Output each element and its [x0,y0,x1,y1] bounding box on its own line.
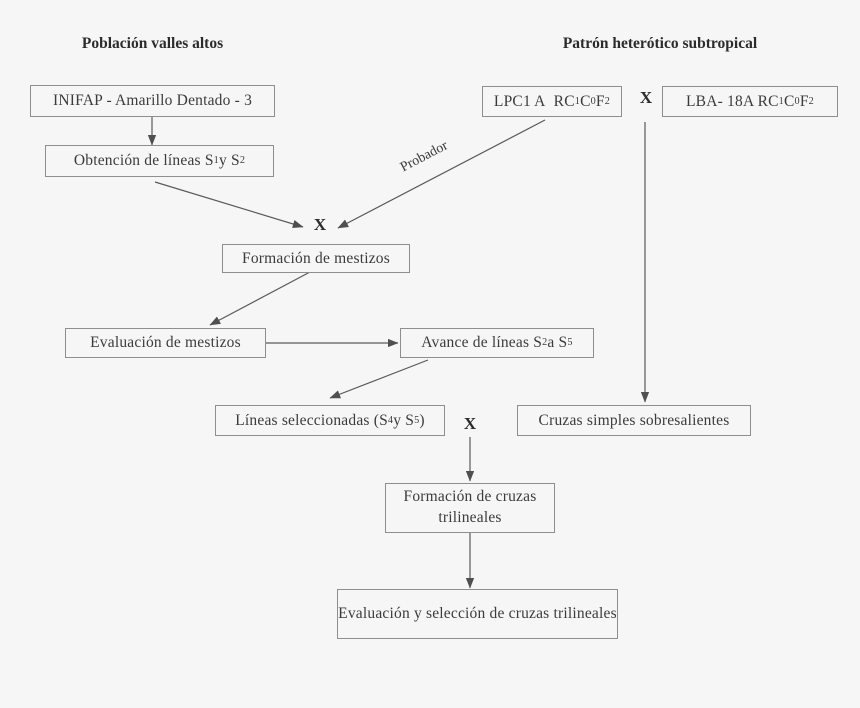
arrow-avance-to-lineas-seleccionadas [329,359,429,399]
arrow-lpc1a-to-cross [337,119,546,229]
node-evaluacion-cruzas[interactable]: Evaluación y selección de cruzas triline… [337,589,618,639]
node-inifap[interactable]: INIFAP - Amarillo Dentado - 3 [30,85,275,117]
cross-marker-mestizos: X [313,215,327,234]
node-formacion-cruzas[interactable]: Formación de cruzas trilineales [385,483,555,533]
cross-marker-top-right: X [639,88,653,107]
cross-marker-trilineal: X [463,414,477,433]
node-cruzas-simples[interactable]: Cruzas simples sobresalientes [517,405,751,436]
arrow-formacion-to-evaluacion [209,271,311,326]
node-evaluacion-mestizos[interactable]: Evaluación de mestizos [65,328,266,358]
right-column-header: Patrón heterótico subtropical [562,35,758,52]
left-column-header: Población valles altos [81,35,224,52]
node-formacion-mestizos[interactable]: Formación de mestizos [222,244,410,273]
arrow-obtencion-to-cross [154,181,304,229]
